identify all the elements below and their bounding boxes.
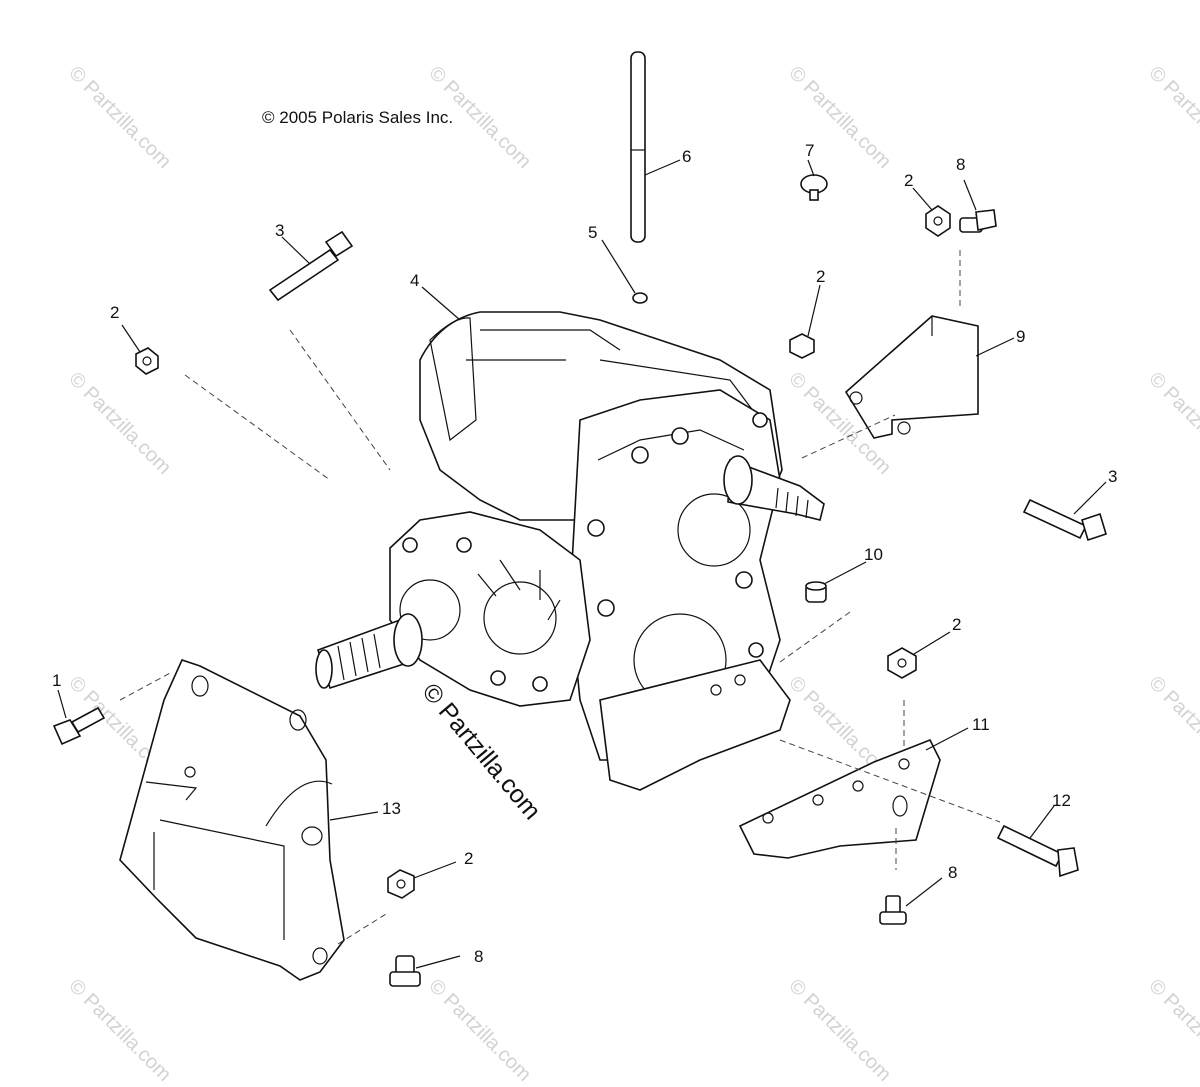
callout-3-left[interactable]: 3 [275, 221, 285, 240]
bolt-part-1[interactable] [52, 706, 106, 746]
leader-line-9 [975, 337, 1015, 357]
bracket-part-13[interactable] [119, 659, 345, 981]
leader-line-8-top [963, 179, 977, 211]
vent-tube-part-6[interactable] [630, 51, 646, 243]
leader-line-7 [807, 159, 815, 177]
callout-8-right[interactable]: 8 [948, 863, 958, 882]
callout-13[interactable]: 13 [382, 799, 401, 818]
nut-part-2-left[interactable] [135, 347, 159, 375]
leader-line-2-lower [413, 861, 457, 879]
leader-line-11 [925, 727, 969, 751]
callout-8-top[interactable]: 8 [956, 155, 966, 174]
leader-line-4 [421, 286, 461, 321]
bracket-part-9[interactable] [844, 315, 979, 439]
callout-5[interactable]: 5 [588, 223, 598, 242]
callout-2-mid[interactable]: 2 [816, 267, 826, 286]
callout-2-right[interactable]: 2 [952, 615, 962, 634]
callout-2-left[interactable]: 2 [110, 303, 120, 322]
leader-line-5 [601, 239, 636, 294]
bushing-part-10[interactable] [805, 581, 827, 603]
nut-part-2-right[interactable] [887, 647, 917, 679]
nut-part-2-lower[interactable] [387, 869, 415, 899]
leader-line-2-mid [807, 284, 821, 337]
bolt-part-8-top[interactable] [959, 209, 997, 233]
leader-line-13 [329, 811, 379, 821]
callout-9[interactable]: 9 [1016, 327, 1026, 346]
leader-line-3-left [281, 236, 311, 265]
bolt-part-3-left[interactable] [268, 230, 354, 302]
leader-line-10 [823, 561, 867, 585]
callout-6[interactable]: 6 [682, 147, 692, 166]
callout-2-top[interactable]: 2 [904, 171, 914, 190]
leader-line-3-right [1073, 481, 1107, 515]
leader-line-1 [57, 689, 67, 719]
bolt-part-8-right[interactable] [879, 895, 907, 925]
nut-part-2-mid[interactable] [789, 333, 815, 359]
clip-part-5[interactable] [632, 292, 648, 304]
callout-10[interactable]: 10 [864, 545, 883, 564]
clamp-part-7[interactable] [800, 174, 828, 201]
bolt-part-3-right[interactable] [1022, 498, 1107, 542]
callout-2-lower[interactable]: 2 [464, 849, 474, 868]
nut-part-2-top[interactable] [925, 205, 951, 237]
leader-line-6 [644, 159, 681, 176]
bracket-part-11[interactable] [738, 738, 941, 859]
leader-line-8-lower [415, 955, 461, 969]
leader-line-12 [1029, 805, 1055, 839]
callout-4[interactable]: 4 [410, 271, 420, 290]
bolt-part-8-lower[interactable] [389, 955, 421, 987]
callout-1[interactable]: 1 [52, 671, 62, 690]
callout-8-lower[interactable]: 8 [474, 947, 484, 966]
transmission-assembly-part-4[interactable] [315, 311, 825, 791]
callout-7[interactable]: 7 [805, 141, 815, 160]
copyright-notice: © 2005 Polaris Sales Inc. [262, 108, 454, 127]
leader-line-8-right [905, 877, 943, 907]
callout-11[interactable]: 11 [972, 715, 990, 734]
callout-12[interactable]: 12 [1052, 791, 1071, 810]
callout-3-right[interactable]: 3 [1108, 467, 1118, 486]
leader-line-2-left [121, 324, 141, 353]
leader-line-2-top [912, 187, 933, 211]
bolt-part-12[interactable] [996, 824, 1079, 878]
leader-line-2-right [913, 631, 951, 655]
parts-diagram [52, 51, 1107, 987]
